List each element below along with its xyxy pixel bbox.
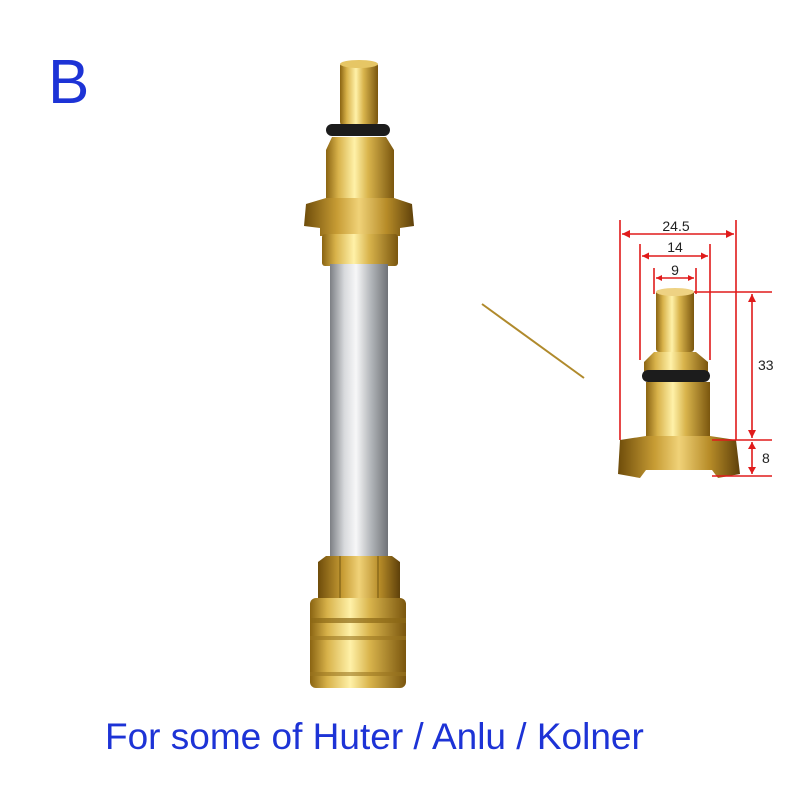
o-ring	[326, 124, 390, 136]
flange-nut	[304, 198, 414, 236]
inset-flange	[618, 436, 740, 478]
dim-flange-height: 8	[762, 450, 770, 466]
neck	[326, 137, 394, 200]
dimension-lines	[619, 220, 772, 477]
dim-middle-width: 14	[667, 239, 683, 255]
dimension-arrows	[622, 230, 756, 474]
pointer-line	[481, 303, 585, 379]
inset-body	[646, 382, 710, 438]
dimension-inset: 24.5 14 9 33 8	[618, 218, 774, 478]
inset-tip	[656, 290, 694, 352]
nozzle-tip-top	[340, 60, 378, 68]
lower-hex-nut	[318, 556, 400, 600]
variant-label: B	[48, 48, 90, 117]
nozzle-tip	[340, 62, 378, 126]
compatibility-caption: For some of Huter / Anlu / Kolner	[105, 716, 644, 757]
inset-o-ring	[642, 370, 710, 382]
dim-tip-width: 9	[671, 262, 679, 278]
dim-body-height: 33	[758, 357, 774, 373]
collar	[322, 234, 398, 266]
adapter-main	[304, 60, 414, 688]
steel-tube	[330, 264, 388, 560]
dim-overall-width: 24.5	[662, 218, 689, 234]
